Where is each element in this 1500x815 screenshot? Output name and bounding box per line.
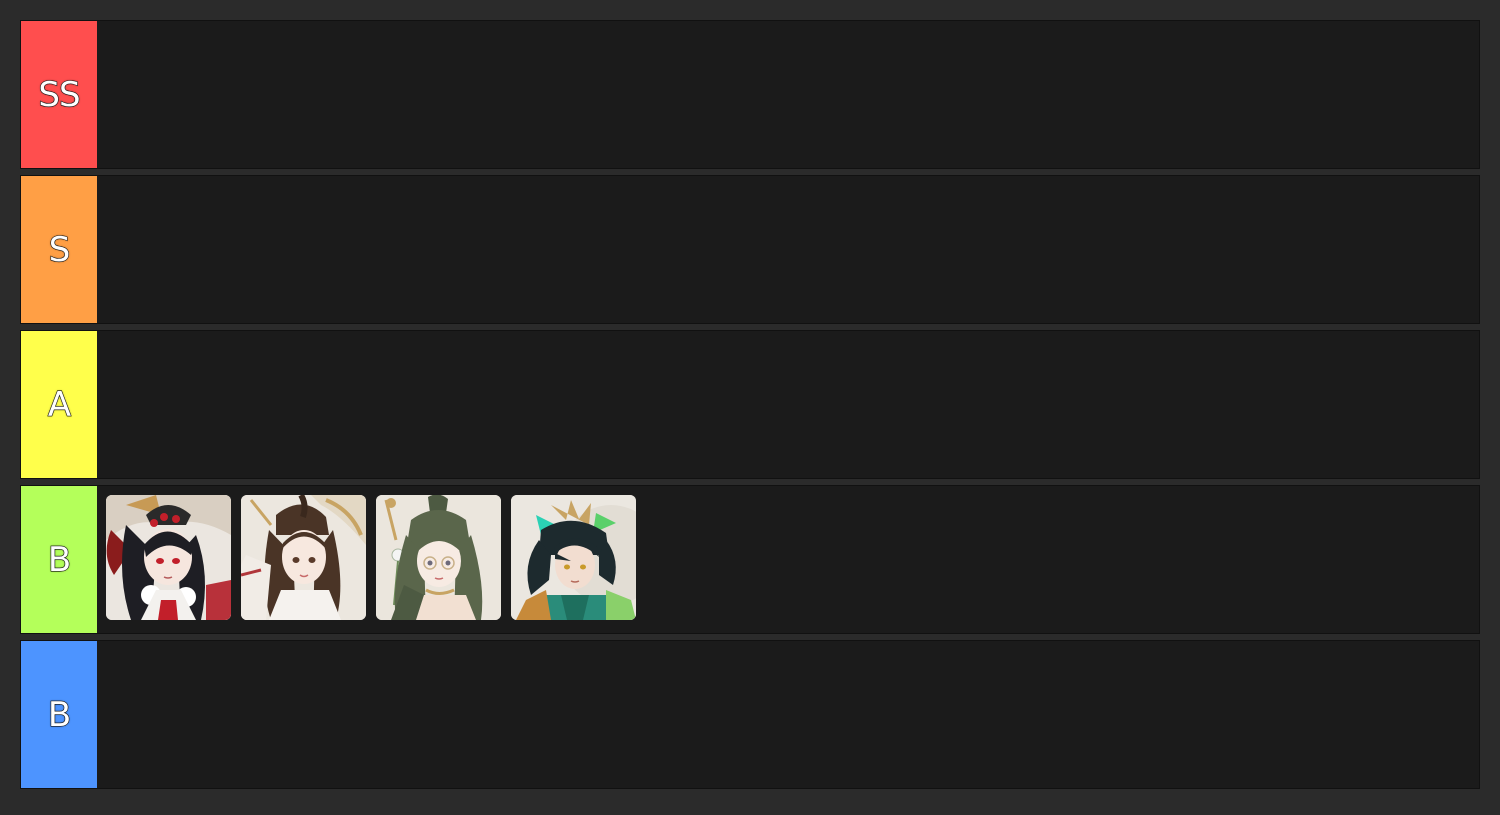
character-portrait-brown-haired-lady-icon <box>241 495 366 620</box>
tier-dropzone-b-green[interactable] <box>97 486 1479 633</box>
tier-row-s: S <box>20 175 1480 324</box>
tier-row-b-blue: B <box>20 640 1480 789</box>
tier-label-s[interactable]: S <box>21 176 97 323</box>
tier-dropzone-a[interactable] <box>97 331 1479 478</box>
tier-list-board: SS S A B <box>20 20 1480 790</box>
tier-label-a[interactable]: A <box>21 331 97 478</box>
tier-label-b-blue[interactable]: B <box>21 641 97 788</box>
tier-row-a: A <box>20 330 1480 479</box>
tier-dropzone-s[interactable] <box>97 176 1479 323</box>
character-card[interactable] <box>376 495 501 620</box>
tier-dropzone-ss[interactable] <box>97 21 1479 168</box>
tier-dropzone-b-blue[interactable] <box>97 641 1479 788</box>
tier-row-ss: SS <box>20 20 1480 169</box>
character-portrait-green-crested-warrior-icon <box>511 495 636 620</box>
character-portrait-glasses-green-haired-lady-icon <box>376 495 501 620</box>
tier-label-b-green[interactable]: B <box>21 486 97 633</box>
tier-row-b-green: B <box>20 485 1480 634</box>
character-card[interactable] <box>511 495 636 620</box>
character-portrait-red-eyed-shrine-maiden-icon <box>106 495 231 620</box>
character-card[interactable] <box>106 495 231 620</box>
tier-label-ss[interactable]: SS <box>21 21 97 168</box>
character-card[interactable] <box>241 495 366 620</box>
